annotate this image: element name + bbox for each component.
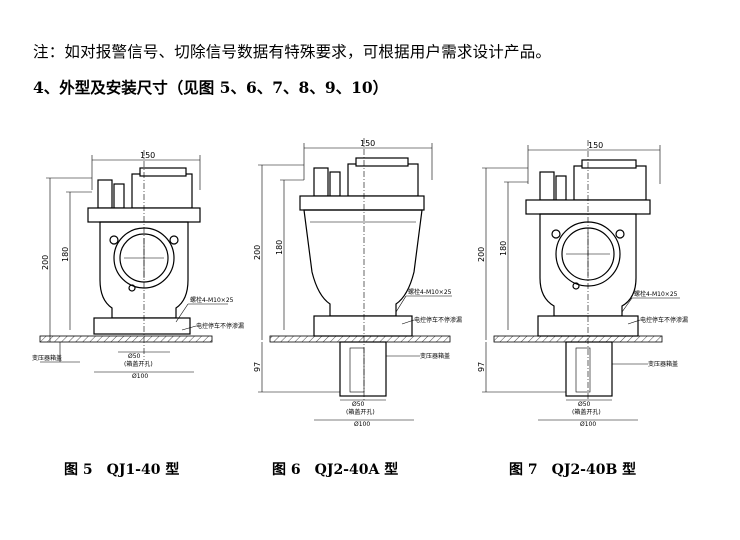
- fig5-dim-top: 150: [140, 151, 155, 160]
- figure-6-caption: 图 6 QJ2-40A 型: [272, 459, 398, 479]
- fig6-valve-label: 电控停车不停渗漏: [414, 316, 462, 324]
- figure-7-model: QJ2-40B 型: [551, 462, 637, 478]
- fig7-dim-outer: 200: [477, 247, 486, 262]
- fig5-tank-label: 变压器箱盖: [32, 354, 62, 362]
- fig6-dim-inner: 180: [275, 240, 284, 255]
- fig5-dim-inner: 180: [61, 247, 70, 262]
- fig6-dia-small: Ø50: [352, 401, 365, 408]
- fig5-bolt-label: 螺栓4-M10×25: [190, 296, 234, 304]
- figure-6-drawing: 150 200 180 97 螺栓4-M10×25 电控停车不停渗漏 变压器箱盖…: [253, 138, 462, 428]
- fig6-dim-outer: 200: [253, 245, 262, 260]
- figure-5-number: 图 5: [64, 462, 93, 478]
- figure-6-model: QJ2-40A 型: [314, 462, 399, 478]
- fig7-hole-label: (箱盖开孔): [572, 408, 601, 416]
- fig6-bolt-label: 螺栓4-M10×25: [408, 288, 452, 296]
- figure-5-drawing: 150 200 180 螺栓4-M10×25 电控停车不停: [32, 150, 244, 380]
- fig6-hole-label: (箱盖开孔): [346, 408, 375, 416]
- fig7-dim-bottom: 97: [477, 362, 486, 372]
- figure-5-caption: 图 5 QJ1-40 型: [64, 459, 179, 479]
- figure-7-caption: 图 7 QJ2-40B 型: [509, 459, 636, 479]
- fig7-dim-inner: 180: [499, 241, 508, 256]
- fig5-dia-small: Ø50: [128, 353, 141, 360]
- figure-7-drawing: 150 200 180 97 螺栓4-M10×25 电控停车不停渗漏 变: [477, 140, 688, 428]
- fig6-dim-bottom: 97: [253, 362, 262, 372]
- fig7-bolt-label: 螺栓4-M10×25: [634, 290, 678, 298]
- fig6-dim-top: 150: [360, 139, 375, 148]
- fig7-dim-top: 150: [588, 141, 603, 150]
- fig5-hole-label: (箱盖开孔): [124, 360, 153, 368]
- fig7-valve-label: 电控停车不停渗漏: [640, 316, 688, 324]
- fig5-dim-outer: 200: [41, 255, 50, 270]
- figure-6-number: 图 6: [272, 462, 301, 478]
- fig7-dia-large: Ø100: [580, 421, 596, 428]
- figure-7-number: 图 7: [509, 462, 538, 478]
- figure-5-model: QJ1-40 型: [106, 462, 180, 478]
- fig6-dia-large: Ø100: [354, 421, 370, 428]
- fig6-tank-label: 变压器箱盖: [420, 352, 450, 360]
- fig5-valve-label: 电控停车不停渗漏: [196, 322, 244, 330]
- fig7-tank-label: 变压器箱盖: [648, 360, 678, 368]
- fig7-dia-small: Ø50: [578, 401, 591, 408]
- note-text: 注：如对报警信号、切除信号数据有特殊要求，可根据用户需求设计产品。: [33, 43, 552, 61]
- fig5-dia-large: Ø100: [132, 373, 148, 380]
- section-title: 4、外型及安装尺寸（见图 5、6、7、8、9、10）: [33, 78, 389, 97]
